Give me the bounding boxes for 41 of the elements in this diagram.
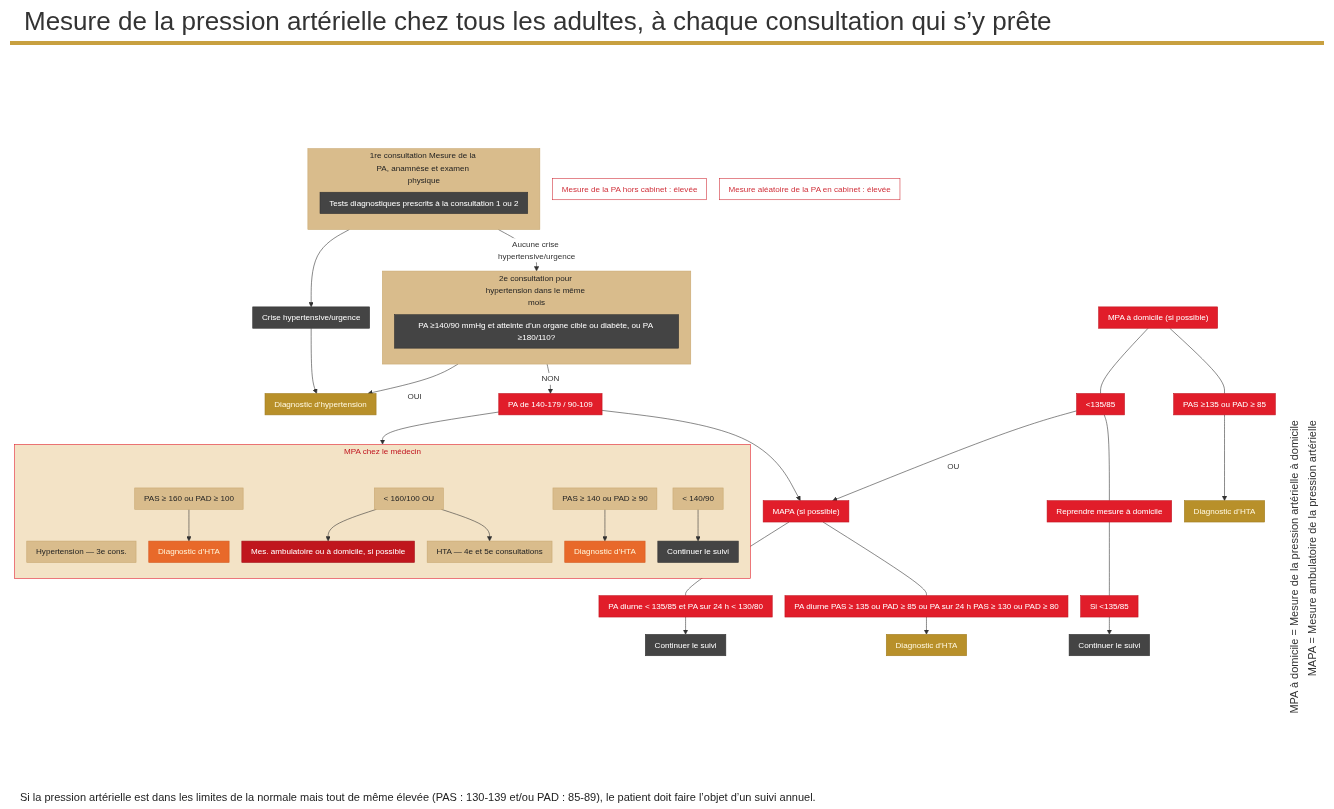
node-box: Reprendre mesure à domicile bbox=[1046, 500, 1172, 523]
edge-label: OU bbox=[947, 460, 960, 471]
node-box: Diagnostic d’HTA bbox=[886, 633, 967, 656]
node-box: PA diurne PAS ≥ 135 ou PAD ≥ 85 ou PA sur 24 h PAS ≥ 130 ou PAD ≥ 80 bbox=[784, 595, 1069, 618]
node-box: Crise hypertensive/urgence bbox=[252, 306, 370, 329]
node-box: <135/85 bbox=[1076, 393, 1125, 415]
abbreviation-note: MPA à domicile = Mesure de la pression artérielle à domicile bbox=[1288, 420, 1300, 714]
node-box: PAS ≥135 ou PAD ≥ 85 bbox=[1173, 393, 1276, 415]
node-box: Continuer le suivi bbox=[645, 633, 727, 656]
connector bbox=[1103, 414, 1110, 501]
edge-label: NON bbox=[541, 373, 560, 383]
node-box: Mesure aléatoire de la PA en cabinet : élevée bbox=[719, 177, 901, 200]
edge-label: Aucune crise hypertensive/urgence bbox=[497, 239, 576, 261]
node-box: Si <135/85 bbox=[1080, 595, 1139, 618]
node-box: Diagnostic d’HTA bbox=[564, 540, 646, 563]
connector bbox=[822, 521, 927, 596]
node-box: Diagnostic d’HTA bbox=[1184, 500, 1265, 523]
node-box: < 160/100 OU bbox=[374, 487, 444, 510]
node-box: MPA à domicile (si possible) bbox=[1098, 306, 1218, 329]
node-box: < 140/90 bbox=[672, 487, 724, 510]
connector bbox=[1100, 327, 1149, 394]
node-box: Mesure de la PA hors cabinet : élevée bbox=[552, 177, 707, 200]
node-box: PA de 140-179 / 90-109 bbox=[498, 393, 603, 415]
node-box: HTA — 4e et 5e consultations bbox=[426, 540, 553, 563]
node-box: Tests diagnostiques prescrits à la consultation 1 ou 2 bbox=[319, 191, 528, 214]
abbreviation-note: MAPA = Mesure ambulatoire de la pression artérielle bbox=[1306, 420, 1318, 677]
edge-label: OUI bbox=[407, 391, 422, 401]
node-box: Mes. ambulatoire ou à domicile, si possible bbox=[241, 540, 415, 563]
node-box: Continuer le suivi bbox=[657, 540, 739, 563]
node-box: Continuer le suivi bbox=[1068, 633, 1150, 656]
title: Mesure de la pression artérielle chez tous les adultes, à chaque consultation qui s’y prête bbox=[10, 0, 1324, 45]
node-box: PAS ≥ 160 ou PAD ≥ 100 bbox=[134, 487, 244, 510]
node-box: PA diurne < 135/85 et PA sur 24 h < 130/80 bbox=[598, 595, 773, 618]
node-box: PA ≥140/90 mmHg et atteinte d’un organe cible ou diabète, ou PA ≥180/110? bbox=[394, 314, 679, 349]
node-box: Diagnostic d’hypertension bbox=[264, 393, 377, 415]
node-box: MAPA (si possible) bbox=[762, 500, 850, 523]
node-box: Hypertension — 3e cons. bbox=[26, 540, 137, 563]
node-box: Diagnostic d’HTA bbox=[148, 540, 230, 563]
connector bbox=[1169, 327, 1225, 394]
footnote: Si la pression artérielle est dans les limites de la normale mais tout de même élevée (PAS : 130-139 et/ou PAD : 85-89), le patient doit faire l’objet d’un suivi annuel. bbox=[20, 791, 817, 803]
node-box: PAS ≥ 140 ou PAD ≥ 90 bbox=[552, 487, 658, 510]
